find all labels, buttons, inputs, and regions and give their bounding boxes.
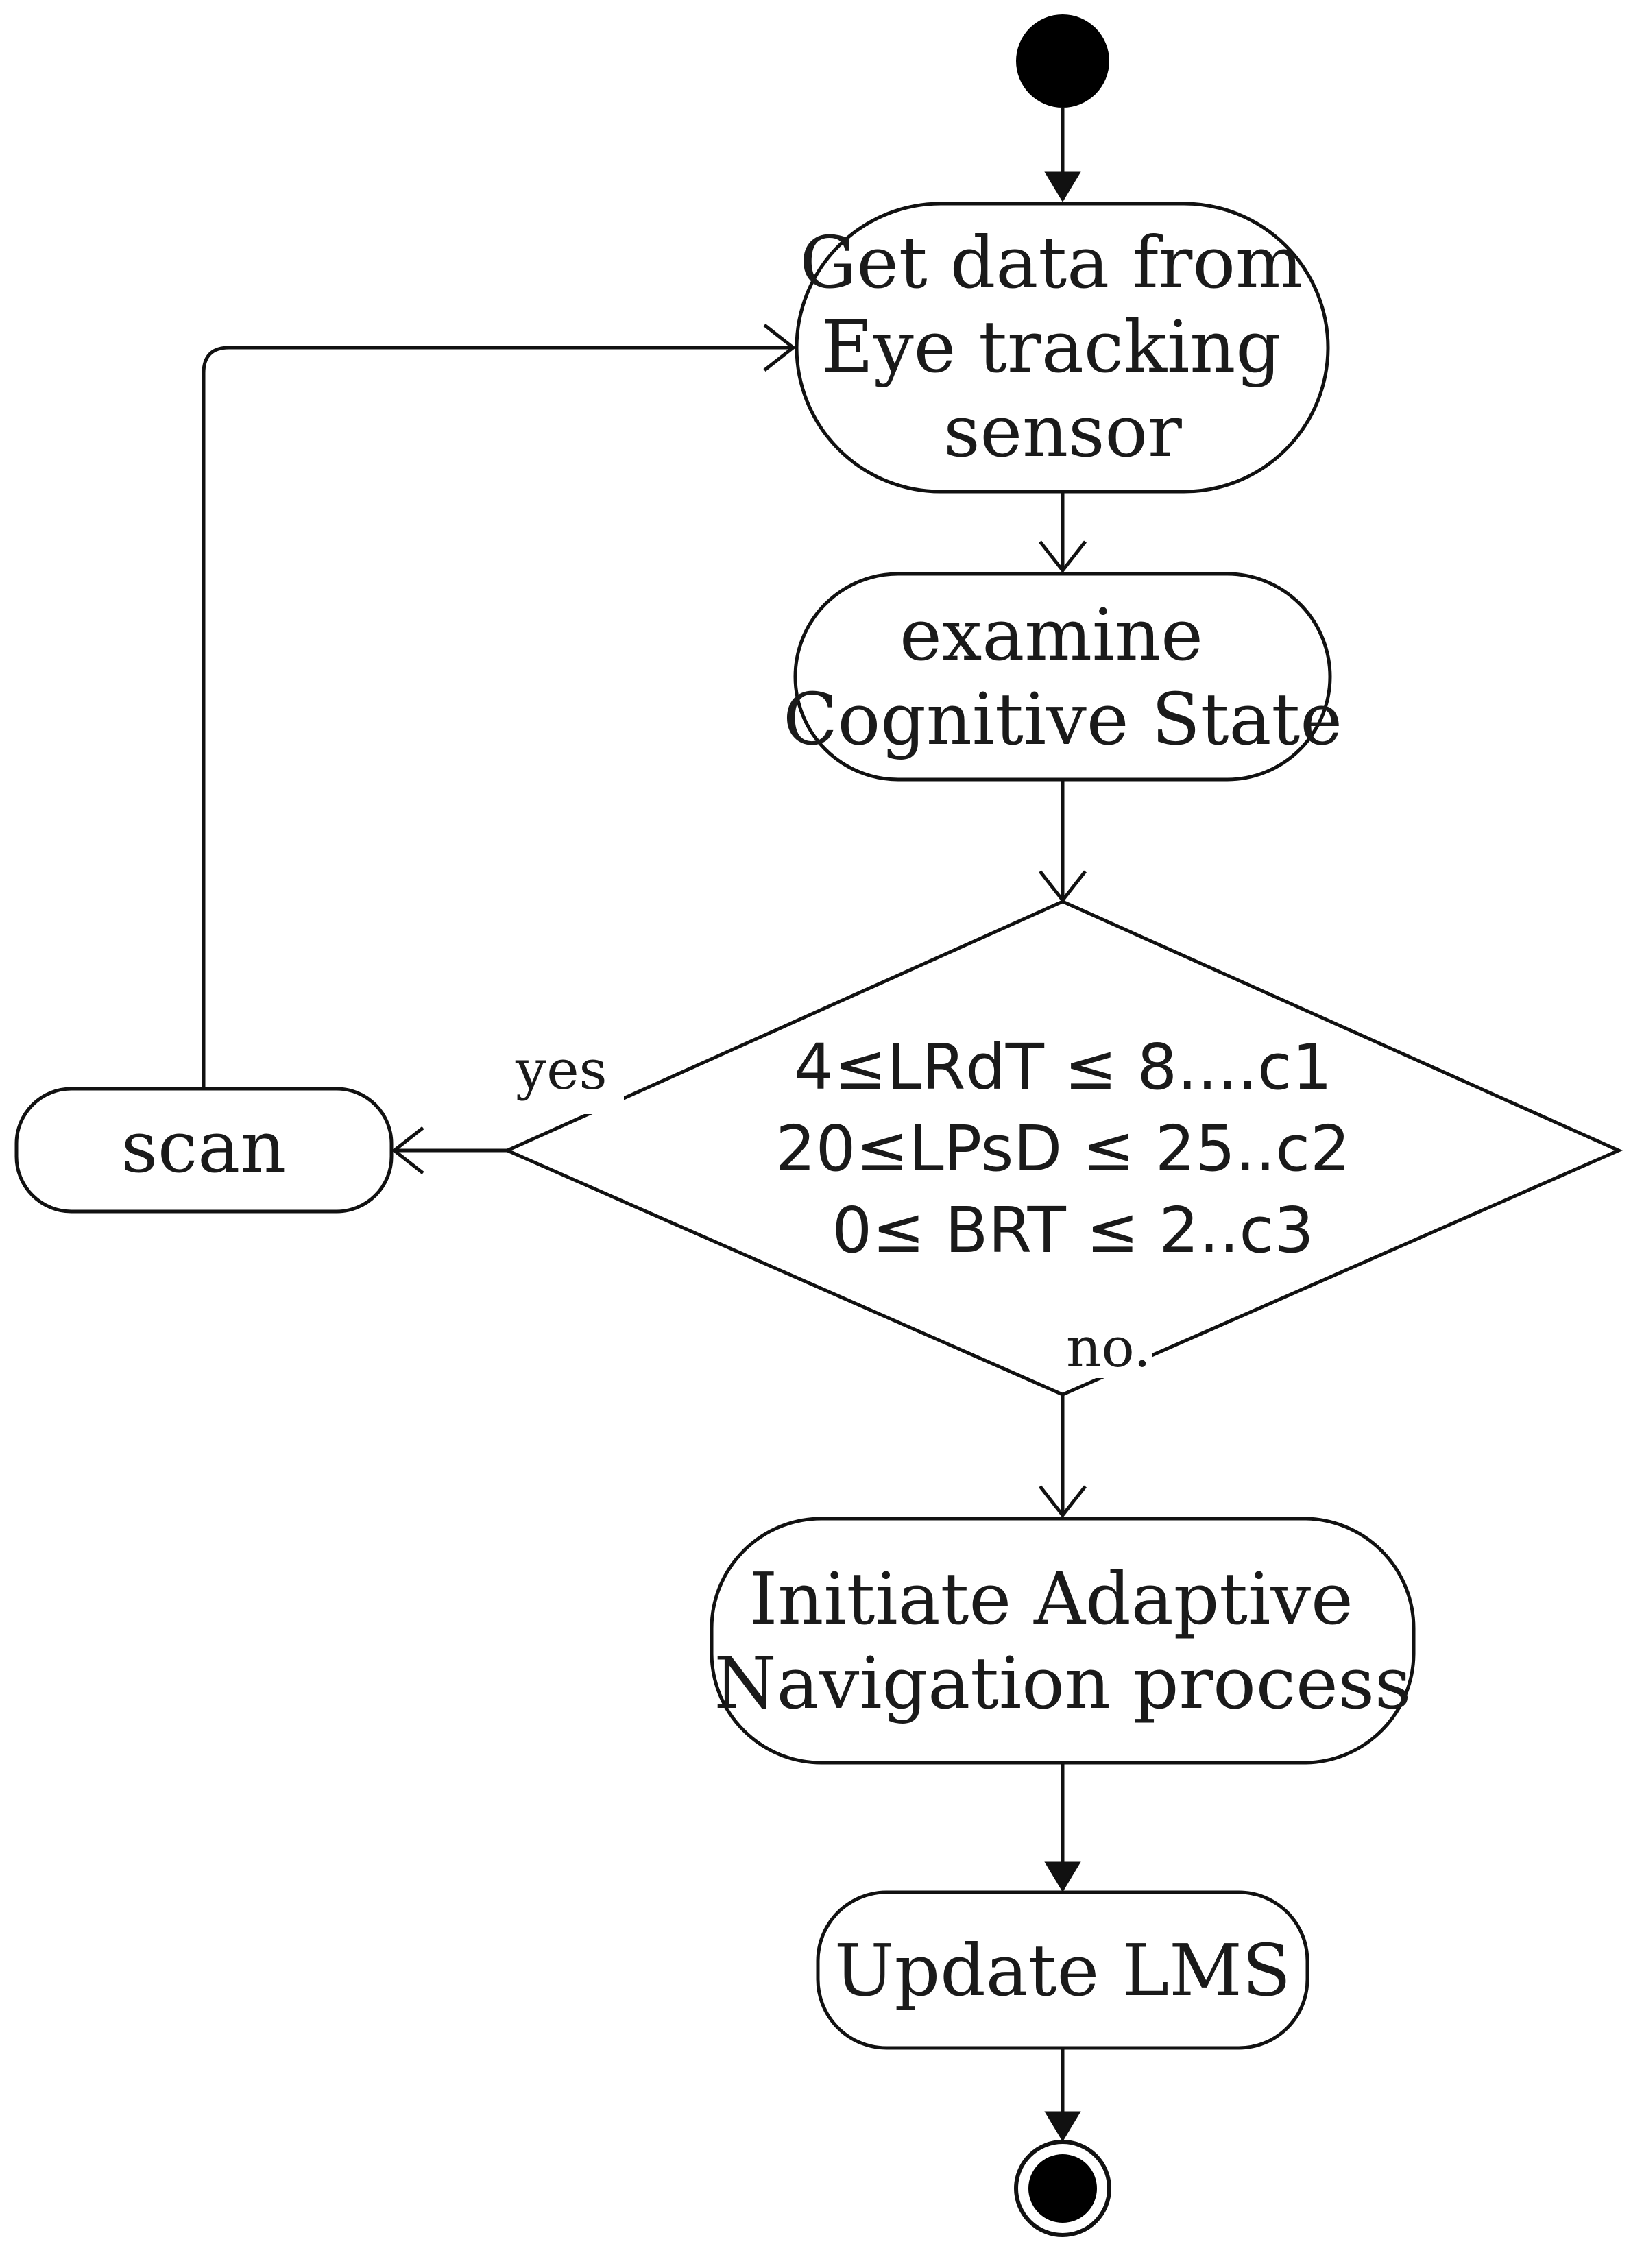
- condition-c1: 4≤LRdT ≤ 8....c1: [794, 1030, 1333, 1104]
- svg-text:examine Cognitive State: examine Cognitive State: [783, 593, 1342, 761]
- edge-start-to-get-data: [1044, 108, 1081, 202]
- svg-text:Get data from Eye tracki: Get data from Eye tracking sensor: [799, 221, 1325, 473]
- get-data-line-1: Get data from: [799, 221, 1303, 304]
- update-lms-label: Update LMS: [834, 1929, 1291, 2012]
- get-data-node: Get data from Eye tracking sensor: [795, 202, 1330, 494]
- condition-c3: 0≤ BRT ≤ 2..c3: [832, 1194, 1314, 1267]
- edge-decision-to-adaptive: [1039, 1395, 1087, 1519]
- yes-guard-label: yes: [515, 1038, 607, 1102]
- adaptive-navigation-node: Initiate Adaptive Navigation process: [710, 1517, 1416, 1765]
- svg-text:4≤LRdT ≤ 8....c1 20≤LPsD: 4≤LRdT ≤ 8....c1 20≤LPsD ≤ 25..c2 0≤ BRT…: [775, 1030, 1370, 1267]
- edge-update-to-end: [1044, 2048, 1081, 2142]
- no-guard-label: no.: [1066, 1316, 1151, 1379]
- yes-guard-mask: [507, 1046, 624, 1114]
- update-lms-node: Update LMS: [816, 1890, 1309, 2050]
- edge-examine-to-decision: [1039, 780, 1087, 904]
- start-node: [1016, 14, 1109, 108]
- svg-text:Initiate Adaptive Naviga: Initiate Adaptive Navigation process: [714, 1557, 1412, 1725]
- examine-line-1: examine: [899, 593, 1203, 677]
- scan-node: scan: [14, 1087, 394, 1214]
- adaptive-line-2: Navigation process: [714, 1641, 1412, 1725]
- edge-scan-to-get-data: [202, 324, 797, 1089]
- condition-c2: 20≤LPsD ≤ 25..c2: [775, 1112, 1350, 1185]
- no-guard-mask: [1059, 1323, 1152, 1378]
- edge-adaptive-to-update: [1044, 1763, 1081, 1892]
- examine-line-2: Cognitive State: [783, 677, 1342, 761]
- adaptive-line-1: Initiate Adaptive: [749, 1557, 1353, 1641]
- scan-label: scan: [121, 1105, 287, 1189]
- edge-get-data-to-examine: [1039, 492, 1087, 574]
- examine-node: examine Cognitive State: [783, 572, 1342, 782]
- decision-node: 4≤LRdT ≤ 8....c1 20≤LPsD ≤ 25..c2 0≤ BRT…: [503, 900, 1623, 1397]
- get-data-line-2: Eye tracking: [821, 305, 1281, 389]
- get-data-line-3: sensor: [943, 389, 1182, 473]
- end-node: [1014, 2140, 1111, 2237]
- edge-decision-to-scan: [391, 1126, 507, 1174]
